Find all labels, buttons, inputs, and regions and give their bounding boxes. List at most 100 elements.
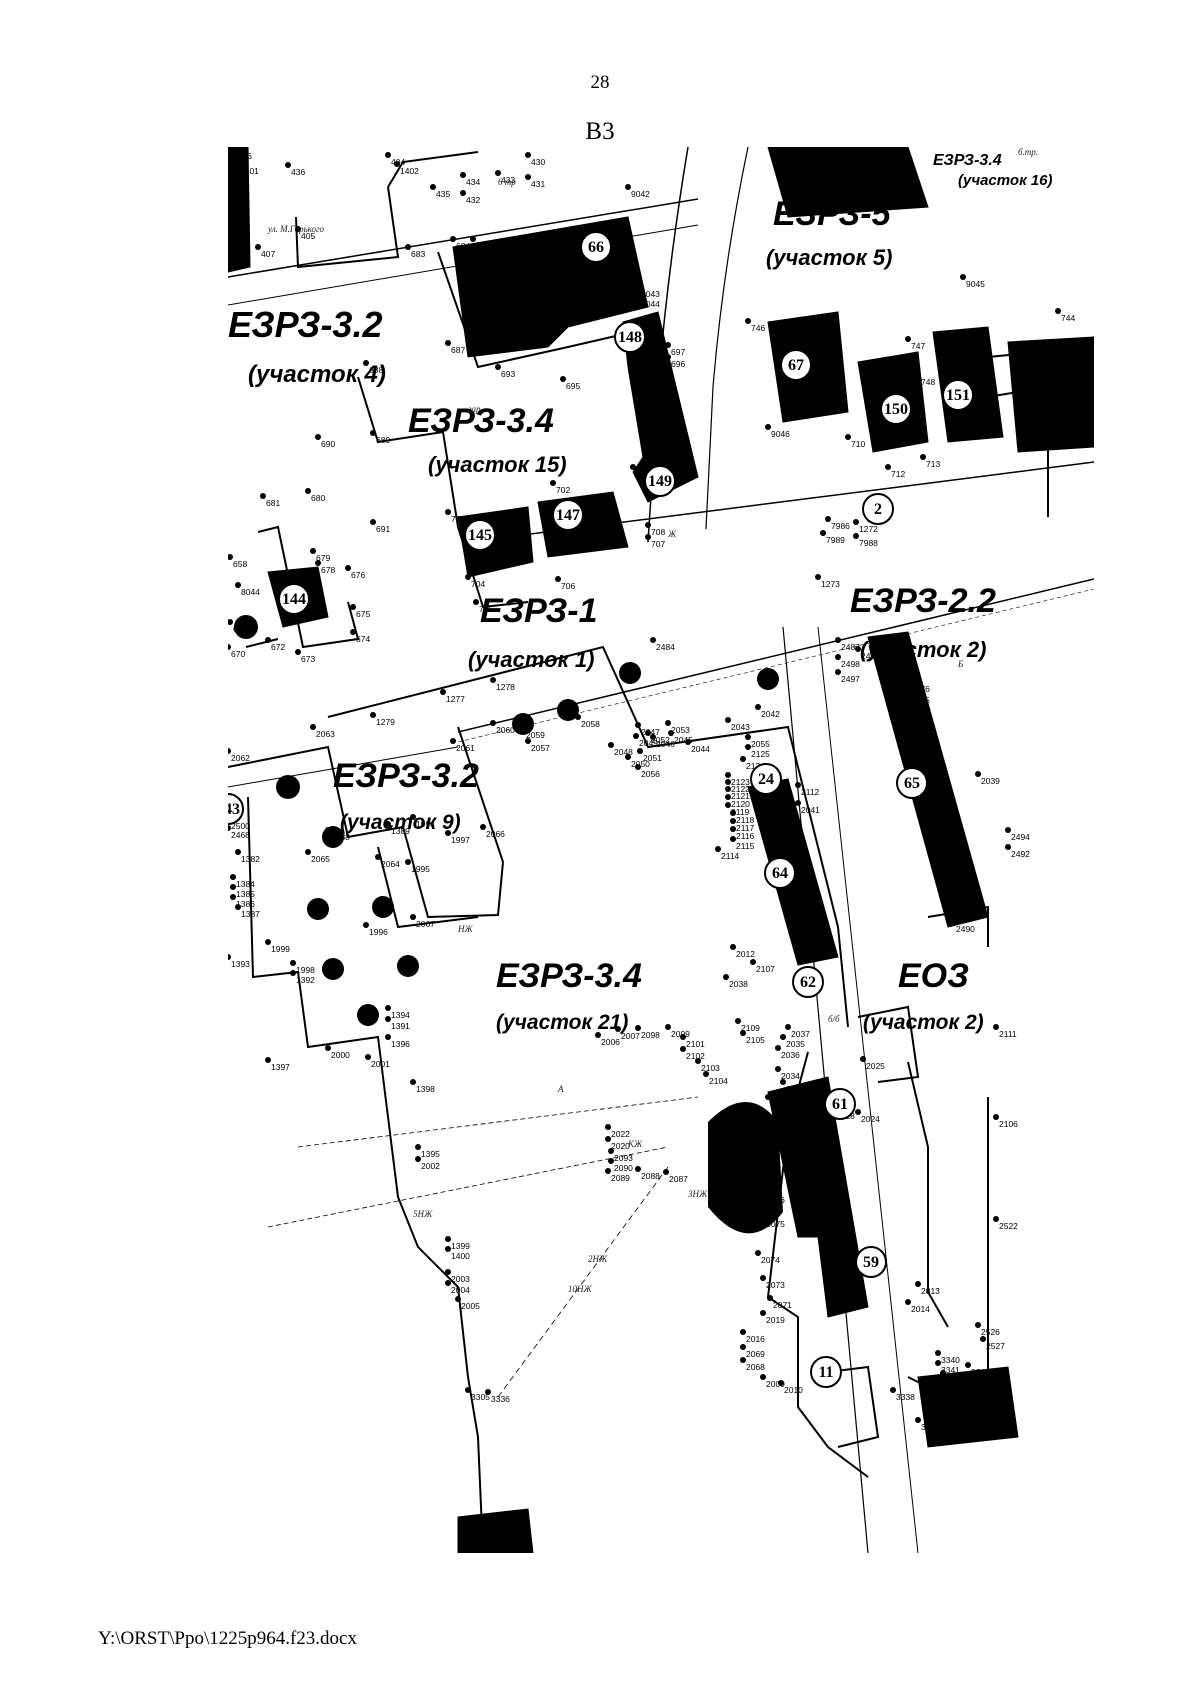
point-label: 2099	[671, 1029, 690, 1039]
point-label: 7988	[859, 538, 878, 548]
point-label: 2073	[766, 1280, 785, 1290]
building-badge-148: 148	[614, 321, 646, 353]
svg-text:66: 66	[588, 239, 604, 256]
point-label: 2111	[999, 1029, 1017, 1039]
point-label: 670	[231, 649, 245, 659]
point-label: 2105	[746, 1035, 765, 1045]
point-label: 2112	[801, 787, 820, 797]
building-badge-2: 2	[862, 493, 894, 525]
point-label: 2067	[416, 919, 435, 929]
map-annotation: НЖ	[457, 924, 473, 934]
point-label: 2000	[331, 1050, 350, 1060]
point-label: 2031	[781, 1114, 800, 1124]
tree-markers	[234, 615, 779, 1026]
point-label: 687	[451, 345, 465, 355]
point-label: 673	[301, 654, 315, 664]
church-footprint	[708, 1102, 783, 1234]
point-label: 2030	[791, 1127, 810, 1137]
point-label: 3306	[921, 1422, 940, 1432]
building-footprints	[228, 147, 1094, 1553]
zone-code-z2: ЕЗРЗ-3.4	[408, 402, 554, 440]
svg-text:149: 149	[648, 473, 672, 490]
point-label: 2044	[691, 744, 710, 754]
svg-text:59: 59	[863, 1254, 879, 1271]
map-annotation: 2НЖ	[588, 1254, 608, 1264]
point-label: 2071	[773, 1300, 792, 1310]
point-label: 1276	[911, 684, 930, 694]
point-label: 689	[376, 435, 390, 445]
point-label: 1273	[821, 579, 840, 589]
point-label: 1999	[271, 944, 290, 954]
point-label: 2122	[731, 784, 750, 794]
point-label: 3305	[471, 1392, 490, 1402]
point-label: 2497	[841, 674, 860, 684]
point-label: 2012	[736, 949, 755, 959]
point-label: 1399	[451, 1241, 470, 1251]
point-label: 1389	[391, 826, 410, 836]
point-label: 8044	[241, 587, 260, 597]
svg-text:145: 145	[468, 527, 492, 544]
point-label: 1392	[296, 975, 315, 985]
zone-code-z4: ЕЗРЗ-3.4	[933, 152, 1002, 169]
point-label: 713	[926, 459, 940, 469]
point-label: 1397	[271, 1062, 290, 1072]
point-label: 2048	[614, 747, 633, 757]
map-annotation: 5НЖ	[413, 1209, 433, 1219]
svg-text:151: 151	[946, 387, 970, 404]
svg-text:64: 64	[772, 865, 788, 882]
point-label: 2010	[784, 1385, 803, 1395]
point-label: 2118	[736, 815, 755, 825]
point-label: 2486	[233, 151, 252, 161]
point-label: 2061	[456, 743, 475, 753]
point-label: 7986	[831, 521, 850, 531]
point-label: 2020	[611, 1141, 630, 1151]
point-label: 2487	[841, 642, 860, 652]
point-label: 2062	[231, 753, 250, 763]
svg-text:144: 144	[282, 591, 306, 608]
point-label: 705	[479, 604, 493, 614]
point-label: 675	[356, 609, 370, 619]
point-label: 2115	[736, 841, 755, 851]
point-label: 432	[466, 195, 480, 205]
map-annotation: Ж	[667, 529, 677, 539]
point-label: 2075	[766, 1219, 785, 1229]
point-label: 2032	[771, 1099, 790, 1109]
point-label: 2107	[756, 964, 775, 974]
zone-plot-z4: (участок 16)	[958, 172, 1053, 189]
point-label: 2065	[311, 854, 330, 864]
point-label: 2084	[751, 1180, 770, 1190]
point-label: 2068	[746, 1362, 765, 1372]
point-label: 7987	[1071, 434, 1090, 444]
point-label: 2038	[729, 979, 748, 989]
point-label: 2076	[766, 1195, 785, 1205]
point-label: 2119	[731, 807, 750, 817]
building-badge-59: 59	[855, 1246, 887, 1278]
point-label: 3341	[941, 1365, 960, 1375]
point-label: 2069	[746, 1349, 765, 1359]
building-badge-61: 61	[824, 1088, 856, 1120]
building-badge-151: 151	[942, 379, 974, 411]
building-badge-11: 11	[810, 1356, 842, 1388]
point-label: 2024	[861, 1114, 880, 1124]
point-label: 2059	[526, 730, 545, 740]
point-label: 2103	[701, 1063, 720, 1073]
svg-text:67: 67	[788, 357, 804, 374]
point-label: 2500	[231, 821, 250, 831]
point-label: 2124	[746, 761, 765, 771]
point-label: 1402	[400, 166, 419, 176]
point-label: 2045	[674, 735, 693, 745]
point-label: 1272	[859, 524, 878, 534]
point-label: 1388	[331, 832, 350, 842]
point-label: 2042	[761, 709, 780, 719]
map-annotation: гар.	[468, 404, 483, 414]
svg-text:147: 147	[556, 507, 580, 524]
point-label: 3342	[946, 1375, 965, 1385]
point-label: 1275	[911, 695, 930, 705]
point-label: 2492	[1011, 849, 1030, 859]
point-label: 1391	[391, 1021, 410, 1031]
point-label: 1386	[236, 899, 255, 909]
point-label: 2085	[751, 1191, 770, 1201]
building-badge-147: 147	[552, 499, 584, 531]
